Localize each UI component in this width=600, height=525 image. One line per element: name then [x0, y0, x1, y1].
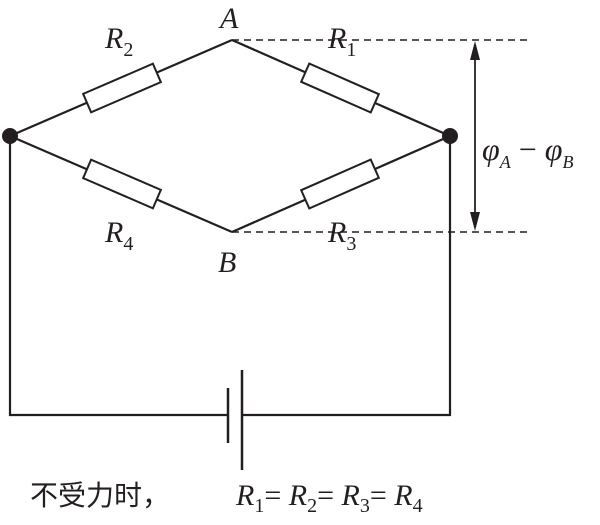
- arrow-down-head: [470, 212, 480, 231]
- r3-label: R3: [327, 216, 356, 255]
- r2-label: R2: [104, 22, 133, 61]
- node-right: [442, 128, 458, 144]
- arrow-up-head: [470, 41, 480, 60]
- node-left: [2, 128, 18, 144]
- resistor-r1: [299, 62, 381, 114]
- resistor-r2: [81, 62, 163, 114]
- caption: 不受力时， R1= R2= R3= R4: [30, 479, 423, 517]
- resistor-r3: [299, 158, 381, 210]
- r4-label: R4: [104, 216, 133, 255]
- wire-bottom-left: [8, 136, 228, 417]
- node-a-label: A: [218, 2, 239, 35]
- potential-difference-label: φA − φB: [482, 131, 573, 172]
- resistor-r4: [81, 158, 163, 210]
- wire-bottom-right: [242, 136, 452, 417]
- node-b-label: B: [218, 246, 236, 279]
- r1-label: R1: [327, 22, 356, 61]
